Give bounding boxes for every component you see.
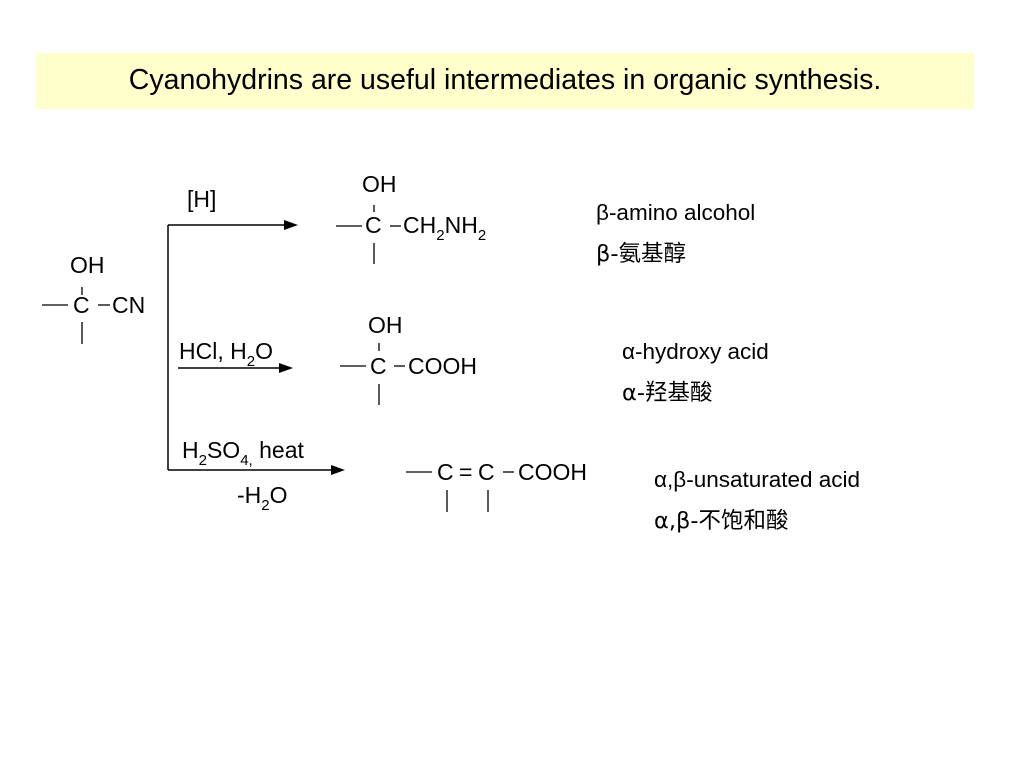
start-oh: OH bbox=[70, 252, 105, 278]
reagent-2-subscript: 2 bbox=[246, 353, 256, 370]
reagent-3-heat: heat bbox=[252, 437, 304, 463]
arrow-3-head bbox=[331, 465, 345, 475]
p1-ch-subscript: 2 bbox=[436, 227, 445, 244]
p2-oh: OH bbox=[368, 312, 403, 338]
p1-nh: NH bbox=[444, 212, 478, 238]
title-banner: Cyanohydrins are useful intermediates in… bbox=[36, 53, 974, 109]
p1-substituent: CH2NH2 bbox=[403, 212, 486, 244]
p1-oh: OH bbox=[362, 171, 397, 197]
reagent-3-bottom-b: O bbox=[269, 482, 288, 508]
p1-name-zh: β-氨基醇 bbox=[596, 241, 686, 267]
p2-carbon: C bbox=[370, 353, 387, 379]
p3-cooh: COOH bbox=[518, 459, 587, 485]
start-cn: CN bbox=[112, 292, 146, 318]
reagent-3-h: H bbox=[182, 437, 199, 463]
p3-double-bond: = bbox=[459, 459, 473, 485]
p1-carbon: C bbox=[365, 212, 382, 238]
reagent-2-b: O bbox=[255, 338, 273, 364]
start-carbon: C bbox=[73, 292, 90, 318]
slide-title: Cyanohydrins are useful intermediates in… bbox=[128, 64, 882, 96]
p1-nh-subscript: 2 bbox=[477, 227, 487, 244]
arrow-2-head bbox=[279, 363, 293, 373]
p3-name-en: α,β-unsaturated acid bbox=[654, 467, 861, 492]
arrow-1-head bbox=[284, 220, 298, 230]
p2-name-zh: α-羟基酸 bbox=[622, 380, 713, 406]
reagent-2-a: HCl, H bbox=[179, 338, 247, 364]
reagent-3-top: H2SO4, heat bbox=[182, 437, 304, 469]
reagent-3-sub2: 4, bbox=[240, 452, 253, 469]
reagent-1: [H] bbox=[187, 186, 217, 212]
reagent-3-so: SO bbox=[206, 437, 241, 463]
p1-ch: CH bbox=[403, 212, 437, 238]
reagent-3-bottom-a: -H bbox=[237, 482, 262, 508]
reagent-3-sub1: 2 bbox=[198, 452, 207, 469]
reagent-2: HCl, H2O bbox=[179, 338, 273, 370]
p2-name-en: α-hydroxy acid bbox=[622, 339, 769, 364]
reagent-3-bottom: -H2O bbox=[237, 482, 288, 514]
p2-cooh: COOH bbox=[408, 353, 477, 379]
reagent-3-bottom-subscript: 2 bbox=[261, 497, 270, 514]
p1-name-en: β-amino alcohol bbox=[596, 200, 756, 225]
p3-carbon-1: C bbox=[437, 459, 454, 485]
p3-name-zh: α,β-不饱和酸 bbox=[654, 508, 789, 534]
p3-carbon-2: C bbox=[478, 459, 495, 485]
